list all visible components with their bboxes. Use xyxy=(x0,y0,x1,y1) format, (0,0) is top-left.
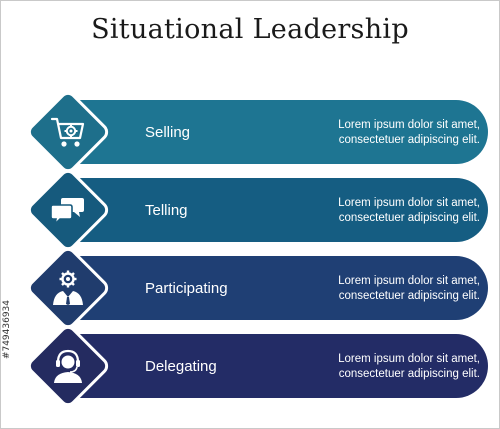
step-desc-selling: Lorem ipsum dolor sit amet, consectetuer… xyxy=(300,118,480,148)
step-diamond-delegating xyxy=(21,319,115,413)
desc-line-1: Lorem ipsum dolor sit amet, xyxy=(338,353,480,365)
stock-id-watermark: #749436934 xyxy=(2,300,12,360)
shopping-cart-gear-icon xyxy=(50,117,85,147)
step-label-participating: Participating xyxy=(145,280,228,297)
step-label-selling: Selling xyxy=(145,124,191,141)
desc-line-1: Lorem ipsum dolor sit amet, xyxy=(338,275,480,287)
step-bar-participating xyxy=(70,256,488,320)
diagram-title: Situational Leadership xyxy=(91,14,409,45)
desc-line-2: consectetuer adipiscing elit. xyxy=(338,134,480,146)
step-label-delegating: Delegating xyxy=(145,358,217,375)
person-gear-icon xyxy=(53,270,83,305)
step-diamond-participating xyxy=(21,241,115,335)
step-bar-telling xyxy=(70,178,488,242)
desc-line-1: Lorem ipsum dolor sit amet, xyxy=(338,197,480,209)
desc-line-2: consectetuer adipiscing elit. xyxy=(338,290,480,302)
step-diamond-telling xyxy=(21,163,115,257)
step-bar-selling xyxy=(70,100,488,164)
step-desc-delegating: Lorem ipsum dolor sit amet, consectetuer… xyxy=(300,352,480,382)
speech-bubbles-icon xyxy=(50,198,84,227)
step-desc-telling: Lorem ipsum dolor sit amet, consectetuer… xyxy=(300,196,480,226)
step-desc-participating: Lorem ipsum dolor sit amet, consectetuer… xyxy=(300,274,480,304)
step-bar-delegating xyxy=(70,334,488,398)
desc-line-2: consectetuer adipiscing elit. xyxy=(338,212,480,224)
desc-line-1: Lorem ipsum dolor sit amet, xyxy=(338,119,480,131)
step-label-telling: Telling xyxy=(145,202,188,219)
step-diamond-selling xyxy=(21,85,115,179)
desc-line-2: consectetuer adipiscing elit. xyxy=(338,368,480,380)
headset-person-icon xyxy=(54,349,82,383)
